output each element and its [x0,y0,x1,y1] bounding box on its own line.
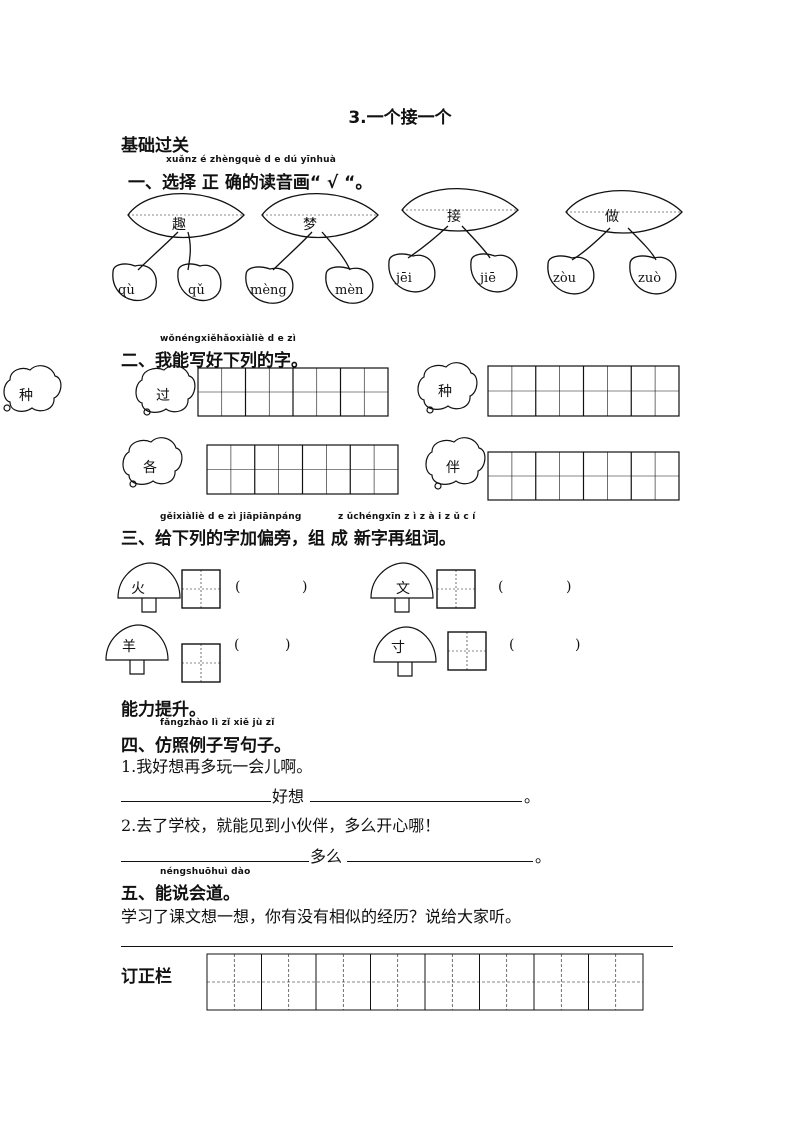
q3-answer-paren-close: ) [302,579,308,595]
q1-leaf-char-2: 梦 [303,217,317,233]
q3-answer-paren-close: ) [285,637,291,653]
q2-cloud-char-3: 各 [143,460,157,476]
q1-pinyin-option[interactable]: mèn [335,283,364,298]
q4-fill-word-1: 好想 [272,787,305,806]
q5-heading: 五、能说会道。 [121,884,240,904]
q3-mushroom-char-2: 文 [396,581,410,597]
q3-answer-paren-open[interactable]: ( [498,579,504,595]
q5-prompt: 学习了课文想一想，你有没有相似的经历？说给大家听。 [121,907,522,926]
q1-leaf-char-3: 接 [447,209,461,225]
q4-blank-1b[interactable] [310,783,522,802]
q2-cloud-char-4: 伴 [446,460,460,476]
q5-answer-line[interactable] [121,946,673,947]
q3-mushroom-char-4: 寸 [391,640,405,656]
section-basic-heading: 基础过关 [121,136,189,156]
q1-pinyin-option[interactable]: mèng [250,283,287,298]
q4-period-1: 。 [524,787,541,806]
q3-mushroom-char-1: 火 [131,581,145,597]
q2-margin-char: 种 [19,388,33,404]
q1-heading: 一、选择 正 确的读音画“ √ “。 [128,173,373,193]
q3-answer-paren-open[interactable]: ( [509,637,515,653]
q4-example-2: 2.去了学校，就能见到小伙伴，多么开心哪！ [121,816,441,835]
q5-pinyin: néngshuōhuì dào [160,867,251,877]
q4-blank-1a[interactable] [121,783,271,802]
q1-pinyin-option[interactable]: zòu [553,271,577,286]
q2-cloud-char-1: 过 [156,388,170,404]
q1-pinyin-option[interactable]: jiē [480,271,496,286]
q2-pinyin: wǒnéngxiěhǎoxiàliè d e zì [160,334,297,344]
q4-period-2: 。 [535,847,552,866]
q1-pinyin-option[interactable]: qǔ [188,283,205,298]
q4-example-1: 1.我好想再多玩一会儿啊。 [121,757,313,776]
q1-pinyin-option[interactable]: zuò [638,271,662,286]
q2-heading: 二、我能写好下列的字。 [121,351,308,371]
correction-label: 订正栏 [121,967,172,987]
q3-pinyin-b: z ǔchéngxīn z ì z à i z ǔ c í [338,512,476,522]
q4-blank-2a[interactable] [121,843,309,862]
q1-pinyin: xuǎnz é zhèngquè d e dú yīnhuà [166,155,337,165]
q1-leaf-char-1: 趣 [172,217,186,233]
q4-blank-2b[interactable] [347,843,533,862]
q4-pinyin: fǎngzhào lì zǐ xiě jù zǐ [160,718,275,728]
q3-answer-paren-close: ) [566,579,572,595]
q1-leaf-char-4: 做 [605,209,619,225]
q2-cloud-char-2: 种 [438,384,452,400]
q3-mushroom-char-3: 羊 [122,639,136,655]
q4-heading: 四、仿照例子写句子。 [121,736,291,756]
q4-fill-word-2: 多么 [310,847,343,866]
page-title: 3.一个接一个 [348,108,452,128]
section-ability-heading: 能力提升。 [121,700,206,720]
q3-answer-paren-open[interactable]: ( [235,579,241,595]
q1-pinyin-option[interactable]: jēi [396,271,412,286]
q1-pinyin-option[interactable]: qù [118,283,135,298]
q3-answer-paren-close: ) [575,637,581,653]
q3-pinyin-a: gěixiàliè d e zì jiāpiānpáng [160,512,302,522]
q3-answer-paren-open[interactable]: ( [234,637,240,653]
q3-heading: 三、给下列的字加偏旁，组 成 新字再组词。 [121,529,456,549]
